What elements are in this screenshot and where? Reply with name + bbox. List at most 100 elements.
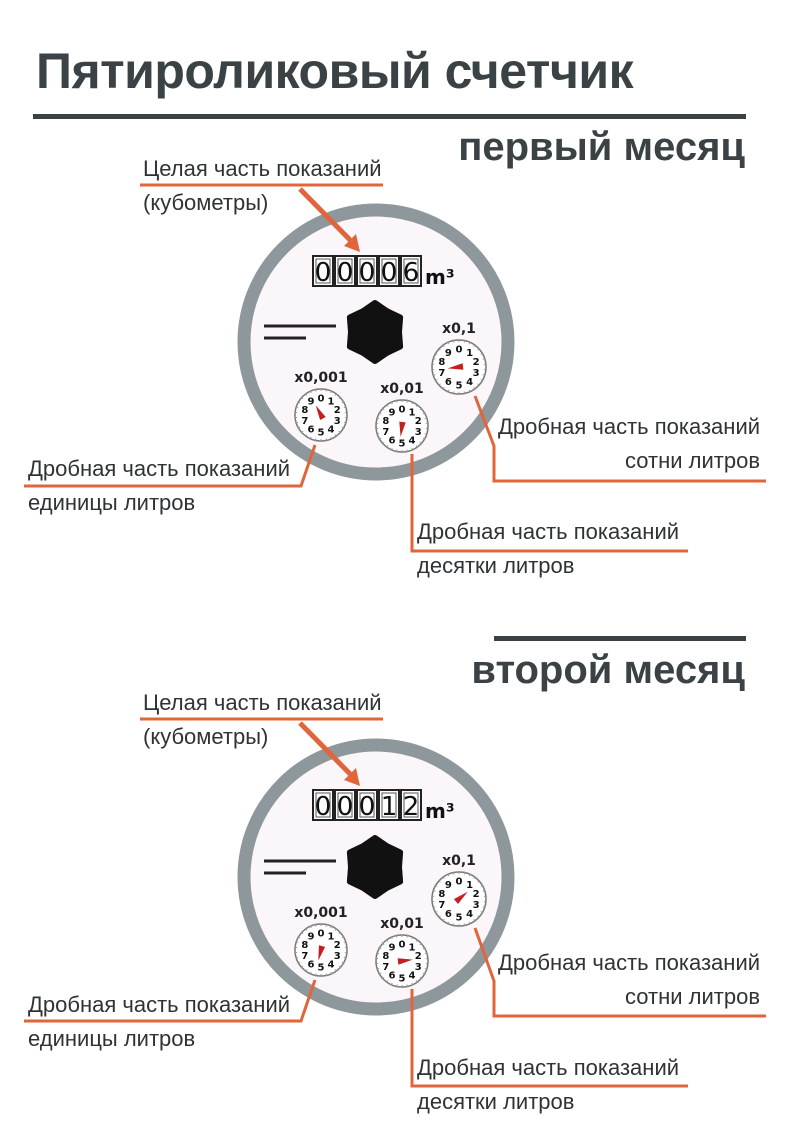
dial-tick <box>300 965 304 969</box>
dial-tick <box>415 980 419 984</box>
dial-tick <box>434 884 438 887</box>
dial-tick <box>381 976 385 980</box>
dial-digit: 5 <box>318 428 325 439</box>
dial-tick <box>463 391 466 395</box>
dial-multiplier: x0,01 <box>380 916 424 932</box>
dial-tick <box>419 942 423 946</box>
dial-tick <box>304 434 308 438</box>
dial-tick <box>422 947 426 950</box>
dial-digit: 5 <box>456 913 463 924</box>
leader-hundreds <box>473 395 766 483</box>
dial-tick <box>343 421 347 424</box>
odometer-wheel <box>334 789 356 821</box>
dial-tick <box>447 341 450 345</box>
dial-digit: 0 <box>318 929 325 940</box>
dial-tick <box>376 417 380 420</box>
leader-hundreds <box>473 927 766 1018</box>
label-units-line1: Дробная часть показаний <box>28 456 291 481</box>
dial-tick <box>432 357 436 360</box>
leader-tens <box>410 454 688 553</box>
odometer-wheel-window <box>359 258 375 284</box>
odometer-wheel <box>378 255 400 287</box>
dial-tick <box>309 436 312 440</box>
odometer-digit: 6 <box>403 258 420 288</box>
dial-digit: 1 <box>328 932 335 943</box>
odometer-wheel <box>356 255 378 287</box>
dial-pointer <box>315 405 326 420</box>
dial-tick <box>341 961 345 964</box>
dial-tick <box>422 972 426 975</box>
odometer-unit: m³ <box>425 799 455 823</box>
dial-tick <box>314 438 317 442</box>
dial-tick <box>452 391 455 395</box>
odometer-digit: 0 <box>359 792 376 822</box>
dial-tick <box>341 401 345 404</box>
dial-tick <box>297 426 301 429</box>
dial-pointer <box>397 958 413 965</box>
dial-tick <box>452 923 455 927</box>
dial-tick <box>381 942 385 946</box>
dial-tick <box>395 934 398 938</box>
dial-tick <box>325 438 328 442</box>
dial-pointer <box>399 421 406 437</box>
dial-tick <box>295 956 299 959</box>
dial-digit: 4 <box>409 435 416 446</box>
dial-digit: 3 <box>334 951 341 962</box>
dial-digit: 5 <box>399 439 406 450</box>
odometer-digit: 0 <box>337 258 354 288</box>
dial-tick <box>297 401 301 404</box>
dial-tick <box>395 449 398 453</box>
dial-tick <box>341 936 345 939</box>
dial-digit: 6 <box>445 909 452 920</box>
dial-tick <box>477 383 481 387</box>
leader-arrow-shaft <box>298 187 357 247</box>
label-hundreds-line1: Дробная часть показаний <box>498 414 761 439</box>
odometer-digit: 0 <box>337 792 354 822</box>
leader-arrow-shaft <box>298 721 357 781</box>
dial-tick <box>381 441 385 445</box>
dial-tick <box>442 918 445 922</box>
label-units-line2: единицы литров <box>28 490 196 515</box>
dial-tick <box>334 969 338 973</box>
dial-tick <box>424 952 428 955</box>
dial-tick <box>309 925 312 929</box>
dial-tick <box>468 341 471 345</box>
dial-tick <box>330 971 333 975</box>
dial-digit: 4 <box>328 424 335 435</box>
odometer-wheel-window <box>403 258 419 284</box>
dial-digit: 1 <box>328 397 335 408</box>
dial-tick <box>376 967 380 970</box>
dial-tick <box>482 889 486 892</box>
dial-tick <box>385 938 389 942</box>
dial-tick <box>390 401 393 405</box>
dial-tick <box>295 406 299 409</box>
dial-tick <box>297 961 301 964</box>
odometer-wheel-window <box>359 792 375 818</box>
leader-arrow-head <box>344 768 360 786</box>
odometer-wheel-window <box>337 792 353 818</box>
dial-digit: 0 <box>456 877 463 888</box>
odometer-digit: 0 <box>359 258 376 288</box>
dial-tick <box>330 925 333 929</box>
dial-tick <box>482 357 486 360</box>
title-underline <box>33 114 746 119</box>
label-integer-line2: (кубометры) <box>143 190 269 215</box>
dial-tick <box>378 437 382 440</box>
dial-digit: 4 <box>328 959 335 970</box>
dial-tick <box>480 379 484 382</box>
dial-digit: 3 <box>473 900 480 911</box>
month-heading: второй месяц <box>471 648 745 692</box>
dial-digit: 1 <box>466 348 473 359</box>
dial-tick <box>437 383 441 387</box>
dial-digit: 6 <box>308 424 315 435</box>
dial-tick <box>330 390 333 394</box>
dial-tick <box>473 386 476 390</box>
dial-tick <box>309 390 312 394</box>
dial-tick <box>295 941 299 944</box>
label-tens: Дробная часть показаний десятки литров <box>417 515 679 583</box>
dial-tick <box>341 426 345 429</box>
dial-tick <box>395 984 398 988</box>
